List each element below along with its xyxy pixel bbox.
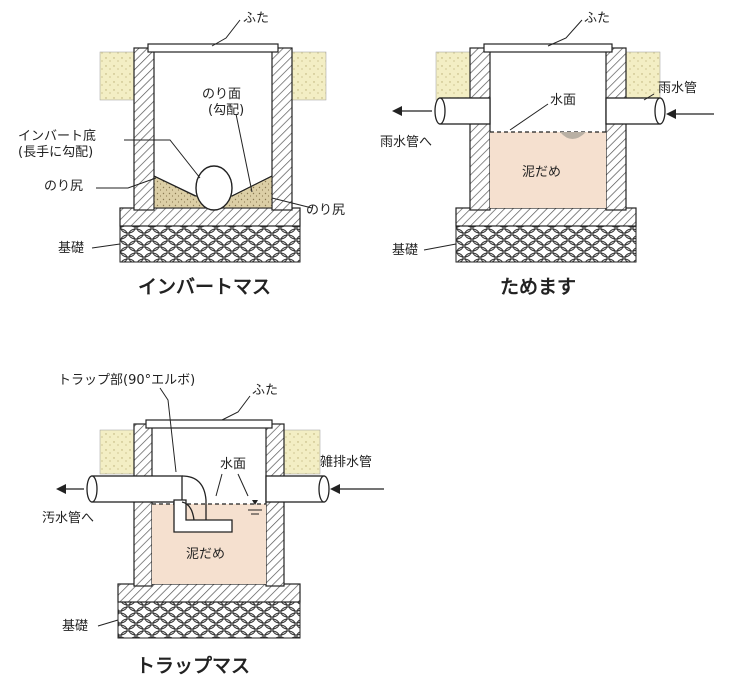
soil-right bbox=[625, 51, 661, 101]
inlet-label: 雨水管 bbox=[658, 81, 697, 96]
soil-right bbox=[283, 429, 321, 475]
foundation-label: 基礎 bbox=[58, 241, 84, 256]
inverted-basin: ふた のり面 (勾配) インバート底 (長手に勾配) のり尻 のり尻 基礎 イン… bbox=[18, 11, 345, 298]
inlet-pipe bbox=[605, 97, 661, 125]
water-label: 水面 bbox=[220, 457, 246, 472]
inlet-pipe bbox=[265, 475, 325, 503]
caption: インバートマス bbox=[138, 276, 271, 298]
outlet-pipe bbox=[91, 475, 183, 503]
concrete-base bbox=[119, 207, 301, 227]
lid-label: ふた bbox=[584, 11, 610, 26]
soil-left bbox=[99, 51, 135, 101]
sludge-area bbox=[490, 132, 606, 208]
foundation-label: 基礎 bbox=[392, 243, 418, 258]
gravel-foundation bbox=[119, 225, 301, 263]
trap-elbow-pipe bbox=[173, 499, 233, 533]
outlet-label: 雨水管へ bbox=[380, 135, 432, 150]
toe-right-label: のり尻 bbox=[306, 203, 345, 218]
wall-right bbox=[605, 47, 627, 211]
caption: トラップマス bbox=[136, 654, 250, 677]
soil-left bbox=[435, 51, 471, 101]
water-level-symbol bbox=[248, 500, 262, 515]
lid bbox=[483, 43, 613, 53]
slope-label: のり面 bbox=[202, 87, 241, 102]
wall-right bbox=[271, 47, 293, 211]
wall-left bbox=[469, 47, 491, 211]
lid bbox=[147, 43, 279, 53]
wall-right bbox=[265, 423, 285, 587]
toe-left-label: のり尻 bbox=[44, 179, 83, 194]
water-label: 水面 bbox=[550, 93, 576, 108]
gravel-foundation bbox=[117, 601, 301, 639]
sludge-label: 泥だめ bbox=[522, 165, 561, 180]
caption: ためます bbox=[500, 276, 576, 298]
soil-right bbox=[291, 51, 327, 101]
invert-label: インバート底 bbox=[18, 128, 96, 144]
invert-sub-label: (長手に勾配) bbox=[18, 145, 93, 160]
lid bbox=[145, 419, 273, 429]
invert-pipe bbox=[195, 165, 233, 211]
soil-left bbox=[99, 429, 137, 475]
lid-label: ふた bbox=[243, 11, 269, 26]
inlet-label: 雑排水管 bbox=[320, 454, 372, 470]
foundation-label: 基礎 bbox=[62, 619, 88, 634]
sludge-area bbox=[152, 504, 266, 584]
trap-label: トラップ部(90°エルボ) bbox=[58, 373, 195, 388]
concrete-base bbox=[455, 207, 637, 227]
trap-basin: トラップ部(90°エルボ) ふた 水面 雑排水管 汚水管へ 泥だめ 基礎 トラッ… bbox=[42, 373, 384, 677]
sludge-label: 泥だめ bbox=[186, 547, 225, 562]
concrete-base bbox=[117, 583, 301, 603]
gravel-foundation bbox=[455, 225, 637, 263]
catch-basin: ふた 水面 雨水管 雨水管へ 泥だめ 基礎 ためます bbox=[380, 11, 714, 298]
outlet-pipe bbox=[439, 97, 491, 125]
wall-left bbox=[133, 423, 153, 587]
lid-label: ふた bbox=[252, 383, 278, 398]
sludge-mound bbox=[560, 132, 586, 139]
slope-sub-label: (勾配) bbox=[208, 103, 244, 118]
outlet-label: 汚水管へ bbox=[42, 511, 94, 526]
wall-left bbox=[133, 47, 155, 211]
